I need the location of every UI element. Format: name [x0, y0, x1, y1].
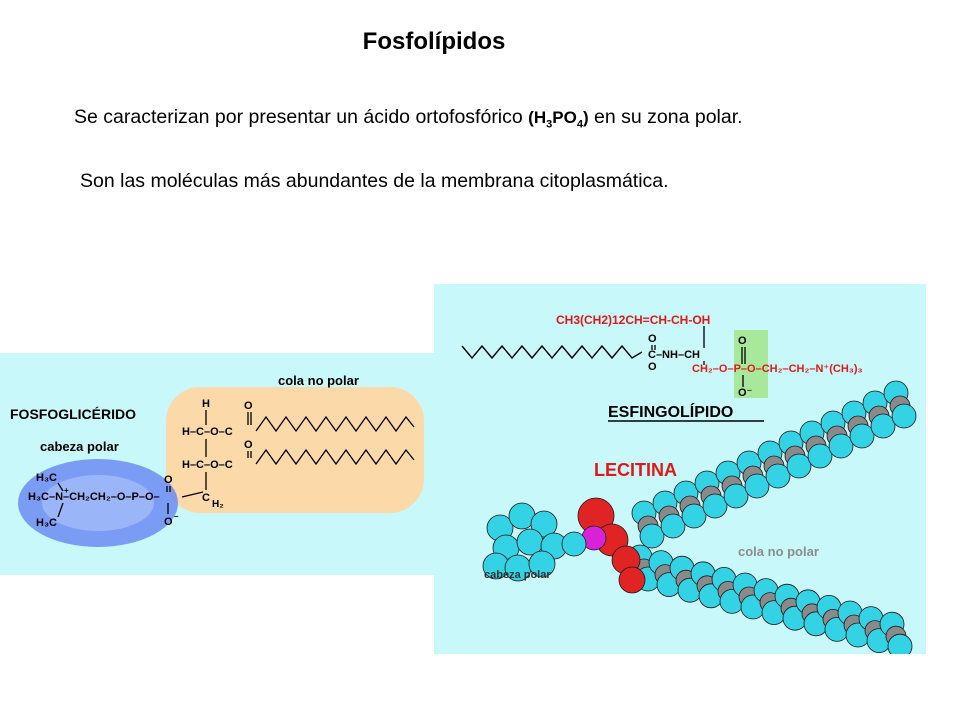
svg-text:–: – [174, 512, 179, 521]
oxygen-atom [618, 566, 646, 594]
svg-text:H–C–O–C: H–C–O–C [182, 459, 233, 471]
svg-text:H–C–O–C: H–C–O–C [182, 426, 233, 438]
sphingosine-chain-formula: CH3(CH2)12CH=CH-CH-OH [556, 313, 710, 327]
svg-text:O: O [244, 400, 253, 412]
sphingolipid-lecithin-figure: CH3(CH2)12CH=CH-CH-OH O C–NH–CH O CH₂–O–… [434, 284, 926, 659]
svg-text:O: O [738, 335, 747, 347]
svg-text:H₃C: H₃C [36, 472, 57, 484]
hydrogen-atom [639, 523, 665, 549]
hydrogen-atom [849, 423, 875, 449]
head-atom [530, 510, 558, 538]
svg-text:H₃C: H₃C [36, 517, 57, 529]
fatty-acid-tail-1 [255, 415, 415, 433]
svg-text:O: O [648, 361, 657, 373]
sphingolipid-bonds [651, 326, 746, 387]
fatty-acid-tail-2 [255, 448, 415, 466]
fatty-acid-zigzag [461, 344, 643, 360]
tail-region [166, 387, 424, 513]
head-region-glow [42, 475, 154, 531]
head-atom [561, 531, 587, 557]
sphingolipid-lecithin-diagram: CH3(CH2)12CH=CH-CH-OH O C–NH–CH O CH₂–O–… [461, 313, 917, 659]
line1-text-after: en su zona polar. [594, 106, 743, 128]
hydrogen-atom [744, 473, 770, 499]
svg-text:O: O [164, 516, 173, 528]
phosphoric-acid-formula: (H3PO4) [528, 108, 589, 131]
glycerol-bonds [205, 410, 252, 490]
hydrogen-atom [870, 413, 896, 439]
hydrogen-atom [702, 493, 728, 519]
phosphoglyceride-figure: cola no polar FOSFOGLICÉRIDO cabeza pola… [0, 353, 438, 575]
hydrogen-atom [786, 453, 812, 479]
label-head-right: cabeza polar [484, 569, 551, 581]
svg-text:O⁻: O⁻ [738, 387, 753, 399]
head-atom [528, 550, 556, 578]
label-tail: cola no polar [278, 373, 359, 388]
description-line-2: Son las moléculas más abundantes de la m… [80, 170, 669, 192]
hydrogen-atom [891, 403, 917, 429]
svg-text:H₃C–N–CH₂CH₂–O–P–O–: H₃C–N–CH₂CH₂–O–P–O– [28, 491, 160, 503]
line1-text-before: Se caracterizan por presentar un ácido o… [74, 106, 523, 128]
hydrogen-atom [723, 483, 749, 509]
label-sphingolipid: ESFINGOLÍPIDO [608, 402, 733, 421]
svg-text:H₂: H₂ [212, 499, 224, 510]
hydrogen-atom [660, 513, 686, 539]
svg-text:H: H [202, 398, 210, 410]
svg-text:C–NH–CH: C–NH–CH [648, 349, 700, 361]
hydrogen-atom [807, 443, 833, 469]
phosphoglyceride-diagram: cola no polar FOSFOGLICÉRIDO cabeza pola… [10, 373, 424, 547]
glycerol-backbone: H H–C–O–C H–C–O–C C O O H₂ [182, 398, 253, 510]
polar-head-bonds [57, 482, 204, 518]
svg-text:C: C [202, 492, 210, 504]
svg-text:+: + [64, 486, 69, 495]
svg-text:O: O [648, 333, 657, 345]
label-lecithin: LECITINA [594, 460, 677, 480]
svg-text:CH₂–O–P–O–CH₂–CH₂–N⁺(CH₃)₃: CH₂–O–P–O–CH₂–CH₂–N⁺(CH₃)₃ [692, 363, 863, 375]
phosphate-box [734, 330, 768, 398]
polar-head-formula: H₃C H₃C–N–CH₂CH₂–O–P–O– H₃C + O O – [28, 472, 179, 529]
svg-text:O: O [164, 474, 173, 486]
label-tail-right: cola no polar [738, 544, 819, 559]
hydrogen-atom [828, 433, 854, 459]
sphingolipid-formula: O C–NH–CH O CH₂–O–P–O–CH₂–CH₂–N⁺(CH₃)₃ O… [648, 333, 863, 399]
hydrogen-atom [681, 503, 707, 529]
hydrogen-atom [887, 633, 913, 659]
slide-title: Fosfolípidos [362, 28, 506, 55]
svg-text:O: O [244, 439, 253, 451]
description-line-1: Se caracterizan por presentar un ácido o… [74, 106, 743, 130]
lecithin-space-filling-model [482, 380, 917, 659]
label-phosphoglyceride: FOSFOGLICÉRIDO [10, 406, 136, 422]
label-head: cabeza polar [40, 439, 119, 454]
hydrogen-atom [765, 463, 791, 489]
